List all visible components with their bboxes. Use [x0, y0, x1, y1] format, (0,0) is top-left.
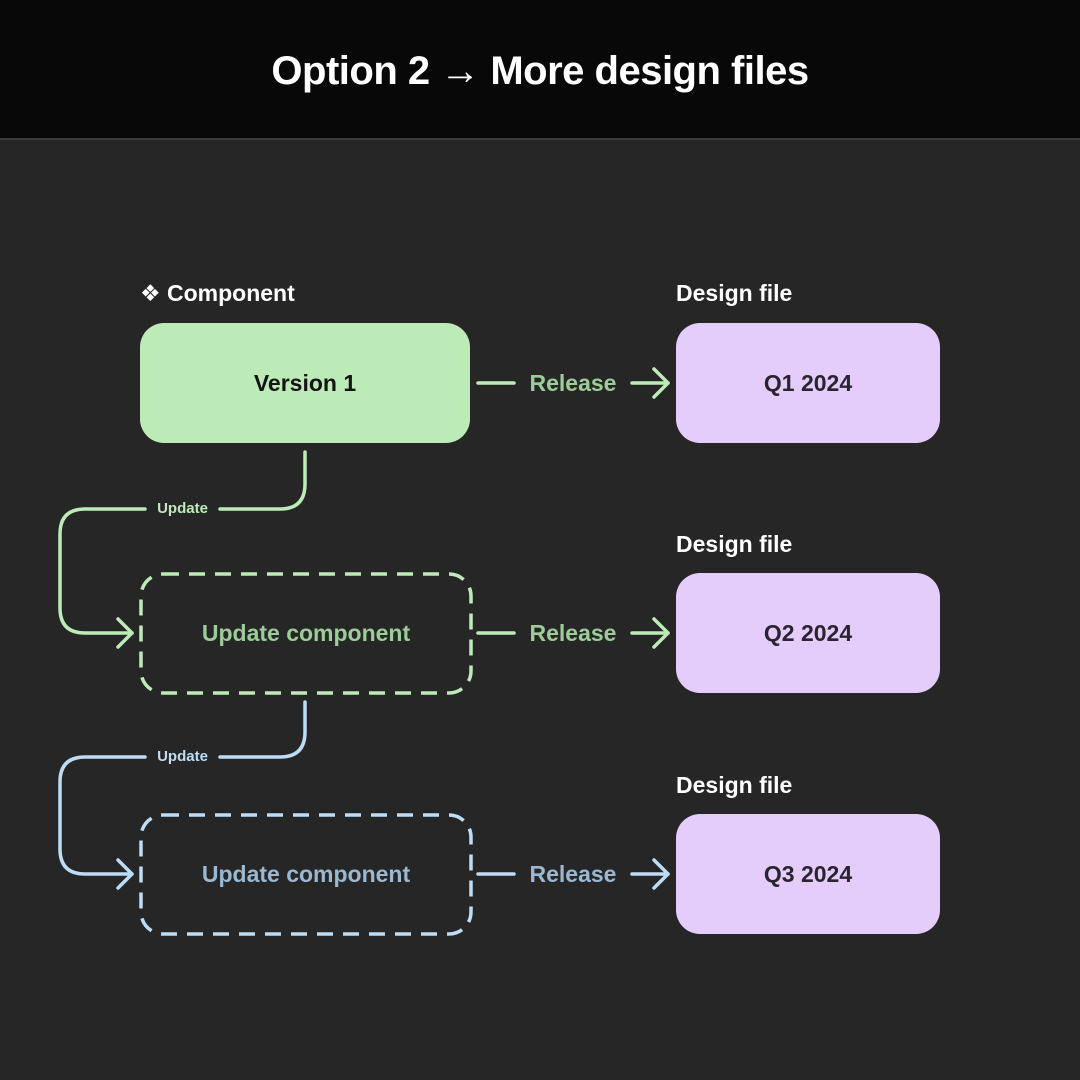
component-label-1: Version 1 [253, 369, 357, 396]
update-label-1: Update [157, 500, 208, 517]
page-title: Option 2 → More design files [271, 49, 809, 93]
design-file-label-2: Q2 2024 [763, 619, 853, 646]
release-label-2: Release [529, 620, 617, 646]
component-update-3: Update component [140, 814, 472, 935]
release-arrow-3 [476, 858, 670, 890]
design-file-q2: Q2 2024 [676, 573, 940, 693]
design-file-q1: Q1 2024 [676, 323, 940, 443]
dashed-outline-3 [139, 813, 473, 936]
component-version-1: Version 1 [140, 323, 470, 443]
release-arrow-1 [476, 367, 670, 399]
design-file-label-1: Q1 2024 [763, 369, 853, 396]
update-connector-1 [58, 450, 307, 649]
design-file-heading-3: Design file [676, 772, 793, 798]
component-label-2: Update component [201, 620, 411, 646]
design-file-heading-2: Design file [676, 531, 793, 557]
update-label-2: Update [157, 748, 208, 765]
update-connector-2 [58, 700, 307, 890]
design-file-label-3: Q3 2024 [763, 860, 853, 887]
header-bar: Option 2 → More design files [0, 0, 1080, 140]
component-label-3: Update component [201, 861, 411, 887]
component-heading: ❖ Component [140, 280, 295, 306]
design-file-heading-1: Design file [676, 280, 793, 306]
release-arrow-2 [476, 617, 670, 649]
component-update-2: Update component [140, 573, 472, 694]
release-label-1: Release [529, 370, 617, 396]
design-file-q3: Q3 2024 [676, 814, 940, 934]
release-label-3: Release [529, 861, 617, 887]
dashed-outline-2 [139, 572, 473, 695]
